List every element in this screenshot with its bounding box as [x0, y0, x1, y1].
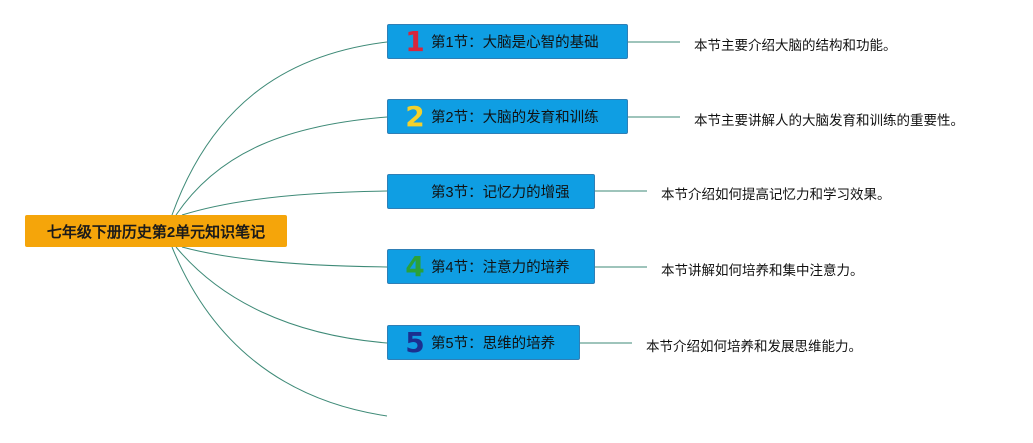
branch-description: 本节介绍如何培养和发展思维能力。 [646, 339, 862, 354]
branch-topic-5[interactable]: 5 第5节：思维的培养 [387, 325, 580, 360]
branch-topic-label: 第4节：注意力的培养 [431, 260, 570, 276]
branch-topic-4[interactable]: 4 第4节：注意力的培养 [387, 249, 595, 284]
branch-line-3 [181, 190, 388, 216]
branch-description: 本节主要介绍大脑的结构和功能。 [694, 38, 897, 53]
branch-topic-label: 第1节：大脑是心智的基础 [431, 35, 599, 51]
number-1-icon: 1 [405, 24, 425, 58]
branch-description: 本节讲解如何培养和集中注意力。 [661, 263, 864, 278]
branch-topic-label: 第3节：记忆力的增强 [431, 185, 570, 201]
branch-topic-label: 第2节：大脑的发育和训练 [431, 110, 599, 126]
branch-line-2 [175, 116, 388, 216]
branch-line-6 [171, 246, 388, 417]
branch-description: 本节介绍如何提高记忆力和学习效果。 [661, 187, 891, 202]
branch-topic-2[interactable]: 2 第2节：大脑的发育和训练 [387, 99, 628, 134]
number-5-icon: 5 [405, 325, 425, 359]
root-topic-label: 七年级下册历史第2单元知识笔记 [46, 223, 266, 241]
branch-topic-label: 第5节：思维的培养 [431, 336, 556, 352]
number-4-icon: 4 [405, 249, 425, 283]
branch-line-5 [175, 246, 388, 344]
number-2-icon: 2 [405, 99, 425, 133]
branch-line-1 [171, 41, 388, 216]
branch-line-4 [181, 246, 388, 268]
root-topic[interactable]: 七年级下册历史第2单元知识笔记 [25, 215, 287, 247]
branch-topic-3[interactable]: 第3节：记忆力的增强 [387, 174, 595, 209]
branch-description: 本节主要讲解人的大脑发育和训练的重要性。 [694, 113, 964, 128]
branch-topic-1[interactable]: 1 第1节：大脑是心智的基础 [387, 24, 628, 59]
